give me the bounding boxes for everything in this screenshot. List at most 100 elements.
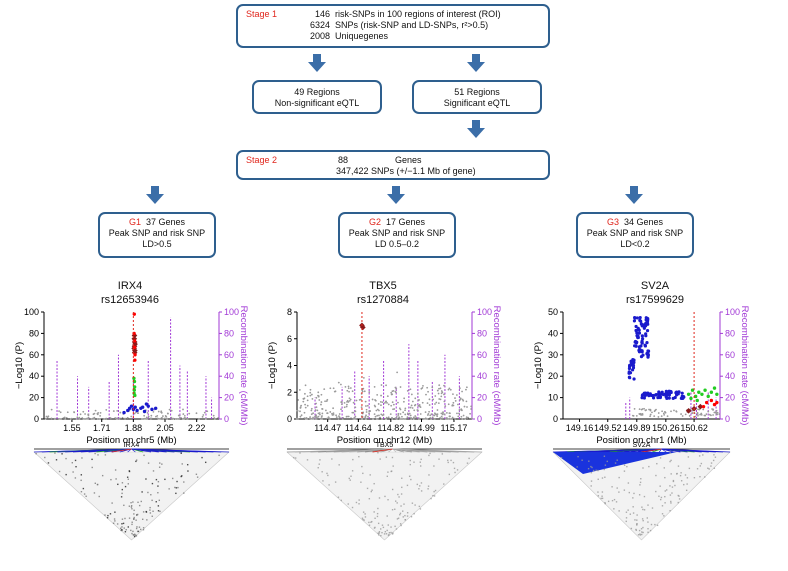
ld-cell (319, 459, 321, 461)
snp-point (132, 312, 136, 316)
ld-cell (636, 523, 638, 525)
snp-point (321, 412, 324, 415)
snp-point (299, 406, 302, 409)
ld-link-line (641, 448, 662, 453)
snp-point (143, 414, 146, 417)
snp-point (641, 413, 644, 415)
ld-cell (406, 484, 409, 487)
snp-point (635, 414, 638, 417)
ld-heatmap (33, 451, 230, 541)
snp-point (422, 384, 424, 387)
ld-cell (581, 459, 583, 461)
ld-cell (180, 452, 182, 454)
ld-link-line (131, 448, 159, 453)
snp-point (358, 398, 361, 401)
ld-cell (187, 470, 189, 472)
snp-point (144, 417, 146, 420)
snp-point (126, 416, 129, 419)
snp-point (346, 389, 349, 392)
snp-point (78, 416, 81, 419)
snp-point (640, 341, 644, 345)
ld-cell (684, 474, 687, 476)
snp-point (640, 324, 644, 328)
snp-point (643, 391, 648, 395)
snp-point (351, 411, 354, 414)
ld-cell (378, 532, 380, 534)
snp-point (688, 408, 691, 411)
ld-cell (130, 502, 132, 504)
snp-point (365, 414, 367, 417)
snp-point (669, 390, 673, 395)
snp-point (667, 396, 671, 400)
snp-point (353, 417, 356, 419)
snp-point (658, 395, 662, 400)
snp-point (395, 415, 398, 418)
y-tick-label: 2 (287, 387, 292, 397)
snp-point (395, 391, 397, 394)
snp-point (636, 335, 640, 340)
ld-cell (615, 501, 618, 503)
snp-point (45, 415, 48, 418)
ld-cell (399, 512, 402, 515)
stage1-text-1: risk-SNPs in 100 regions of interest (RO… (335, 9, 501, 19)
ld-cell (408, 475, 411, 478)
ld-cell (625, 520, 627, 523)
ld-block (553, 452, 677, 474)
ld-cell (648, 465, 650, 468)
ld-cell (671, 492, 673, 494)
snp-point (634, 328, 638, 333)
snp-point (645, 409, 648, 411)
snp-point (684, 413, 687, 416)
snp-point (463, 405, 466, 408)
snp-point (129, 404, 134, 408)
snp-point (465, 416, 468, 419)
snp-point (182, 417, 185, 420)
snp-point (631, 363, 636, 368)
ld-cell (128, 470, 131, 472)
ld-cell (382, 526, 385, 529)
ld-cell (420, 458, 422, 461)
snp-point (642, 391, 646, 395)
snp-point (153, 408, 156, 411)
snp-point (328, 418, 331, 420)
snp-point (96, 412, 99, 415)
snp-point (646, 353, 651, 357)
snp-point (693, 394, 698, 399)
ld-cell (373, 482, 375, 485)
snp-point (320, 401, 323, 403)
ld-link-line (602, 448, 662, 453)
ld-cell (107, 514, 109, 517)
snp-point (664, 395, 668, 399)
ld-cell (677, 465, 680, 467)
snp-point (460, 415, 463, 418)
ld-cell (133, 513, 135, 515)
chart3-title-block: SV2A rs17599629 (555, 279, 755, 307)
ld-cell (427, 485, 430, 487)
snp-point (417, 404, 420, 407)
snp-point (332, 413, 335, 416)
ld-cell (413, 461, 415, 463)
snp-point (304, 406, 307, 409)
snp-point (44, 417, 47, 420)
snp-point (326, 412, 328, 414)
snp-point (636, 335, 640, 340)
snp-point (628, 363, 632, 368)
snp-point (698, 408, 701, 411)
ld-cell (400, 493, 403, 495)
snp-point (326, 417, 329, 420)
ld-link-line (119, 448, 132, 453)
snp-point (391, 417, 393, 420)
ld-cell (669, 460, 671, 463)
snp-point (318, 413, 321, 416)
ld-cell (159, 510, 161, 513)
ld-cell (168, 488, 170, 490)
ld-cell (404, 518, 407, 521)
snp-point (171, 417, 173, 420)
snp-point (133, 353, 137, 357)
snp-point (640, 393, 644, 397)
ld-cell (640, 478, 642, 480)
ld-cell (611, 486, 613, 488)
ld-cell (121, 488, 123, 491)
ld-cell (661, 513, 664, 515)
ld-cell (338, 464, 340, 466)
